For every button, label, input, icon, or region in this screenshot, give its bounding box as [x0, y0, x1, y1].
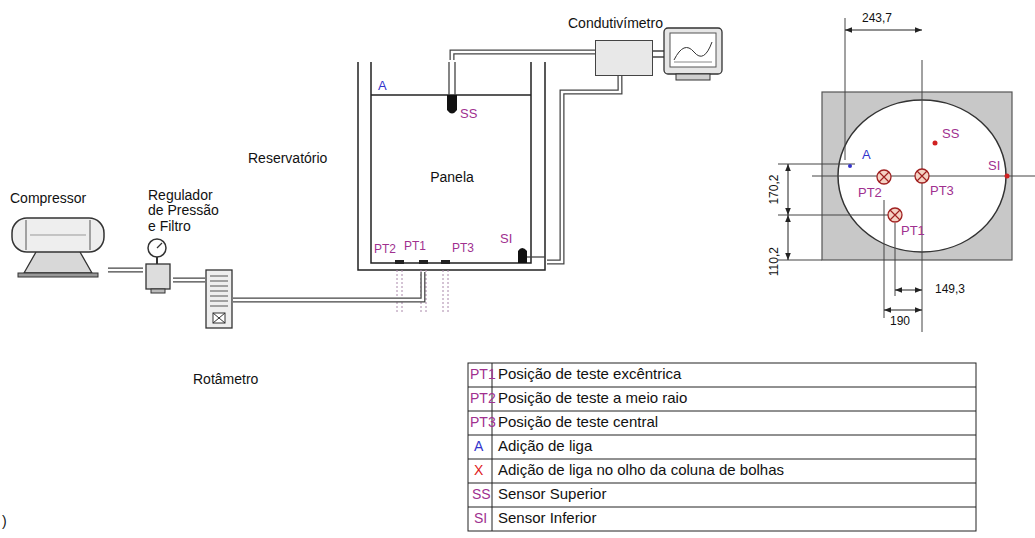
legend-code: PT3	[470, 415, 496, 430]
node-label: Panela	[430, 170, 474, 185]
pipe-bore	[547, 76, 620, 262]
sensor-label: SS	[942, 127, 959, 141]
pipe-outline	[452, 52, 595, 60]
compressor-drawing	[12, 218, 104, 277]
position-label: A	[862, 148, 871, 162]
pipe-connector	[173, 280, 205, 281]
ladle-vessel: Panela	[357, 60, 547, 272]
dimension: 243,7	[862, 12, 892, 25]
position-label: PT2	[374, 243, 396, 256]
legend-code: SI	[474, 511, 487, 526]
position-label: PT1	[404, 240, 426, 253]
position-label: PT3	[452, 242, 474, 255]
legend-code: SS	[472, 487, 491, 502]
pipe-connector	[233, 272, 423, 300]
legend-text: Posição de teste central	[498, 414, 658, 431]
legend-text: Adição de liga no olho da coluna de bolh…	[498, 462, 784, 479]
dimension: 190	[890, 315, 910, 328]
pipe-outline	[233, 272, 423, 300]
legend-table	[468, 363, 976, 531]
legend-code: A	[474, 439, 483, 454]
sensor-label: SI	[500, 232, 512, 246]
node-label: Condutivímetro	[568, 16, 663, 31]
pipe-connector	[547, 76, 620, 262]
sensor-label: SS	[460, 107, 477, 121]
pipe-connector	[108, 269, 143, 270]
pipe-bore	[173, 279, 205, 282]
position-label: PT1	[901, 224, 925, 238]
node-label: Regulador de Pressão e Filtro	[148, 188, 224, 234]
dimension: 110,2	[768, 247, 781, 276]
dimension: 149,3	[935, 283, 965, 296]
rotameter: Rotâmetro	[205, 268, 233, 330]
position-label: PT3	[930, 184, 954, 198]
pipe-outline	[173, 278, 205, 283]
pipe-outline	[547, 76, 620, 262]
pipe-connector	[452, 52, 595, 60]
pipe-bore	[452, 52, 595, 60]
legend-text: Posição de teste excêntrica	[498, 366, 681, 383]
legend-code: X	[474, 463, 483, 478]
vessel-drawing	[358, 62, 545, 312]
node-label: Compressor	[10, 191, 86, 206]
dimension: 170,2	[768, 175, 781, 205]
sensor-label: SI	[988, 159, 1000, 173]
legend-text: Posição de teste a meio raio	[498, 390, 687, 407]
panel-mark: )	[2, 514, 7, 529]
pressure-regulator: Regulador de Pressão e Filtro	[143, 238, 173, 293]
legend-code: PT1	[470, 367, 496, 382]
pipe-outline	[108, 267, 143, 272]
position-label: PT2	[858, 186, 882, 200]
legend-text: Sensor Superior	[498, 486, 606, 503]
plan-view	[778, 18, 1035, 332]
monitor-drawing	[653, 28, 722, 80]
conductivity-meter: Condutivímetro	[595, 40, 653, 76]
level-label: A	[378, 79, 387, 93]
regulator-drawing	[146, 239, 170, 293]
pipe-bore	[108, 269, 143, 272]
compressor: Compressor	[8, 215, 108, 277]
legend-code: PT2	[470, 391, 496, 406]
legend-text: Sensor Inferior	[498, 510, 596, 527]
pipe-bore	[233, 272, 423, 300]
legend-text: Adição de liga	[498, 438, 592, 455]
rotameter-drawing	[206, 270, 232, 328]
node-label: Rotâmetro	[193, 372, 258, 387]
side-label: Reservatório	[248, 151, 327, 166]
